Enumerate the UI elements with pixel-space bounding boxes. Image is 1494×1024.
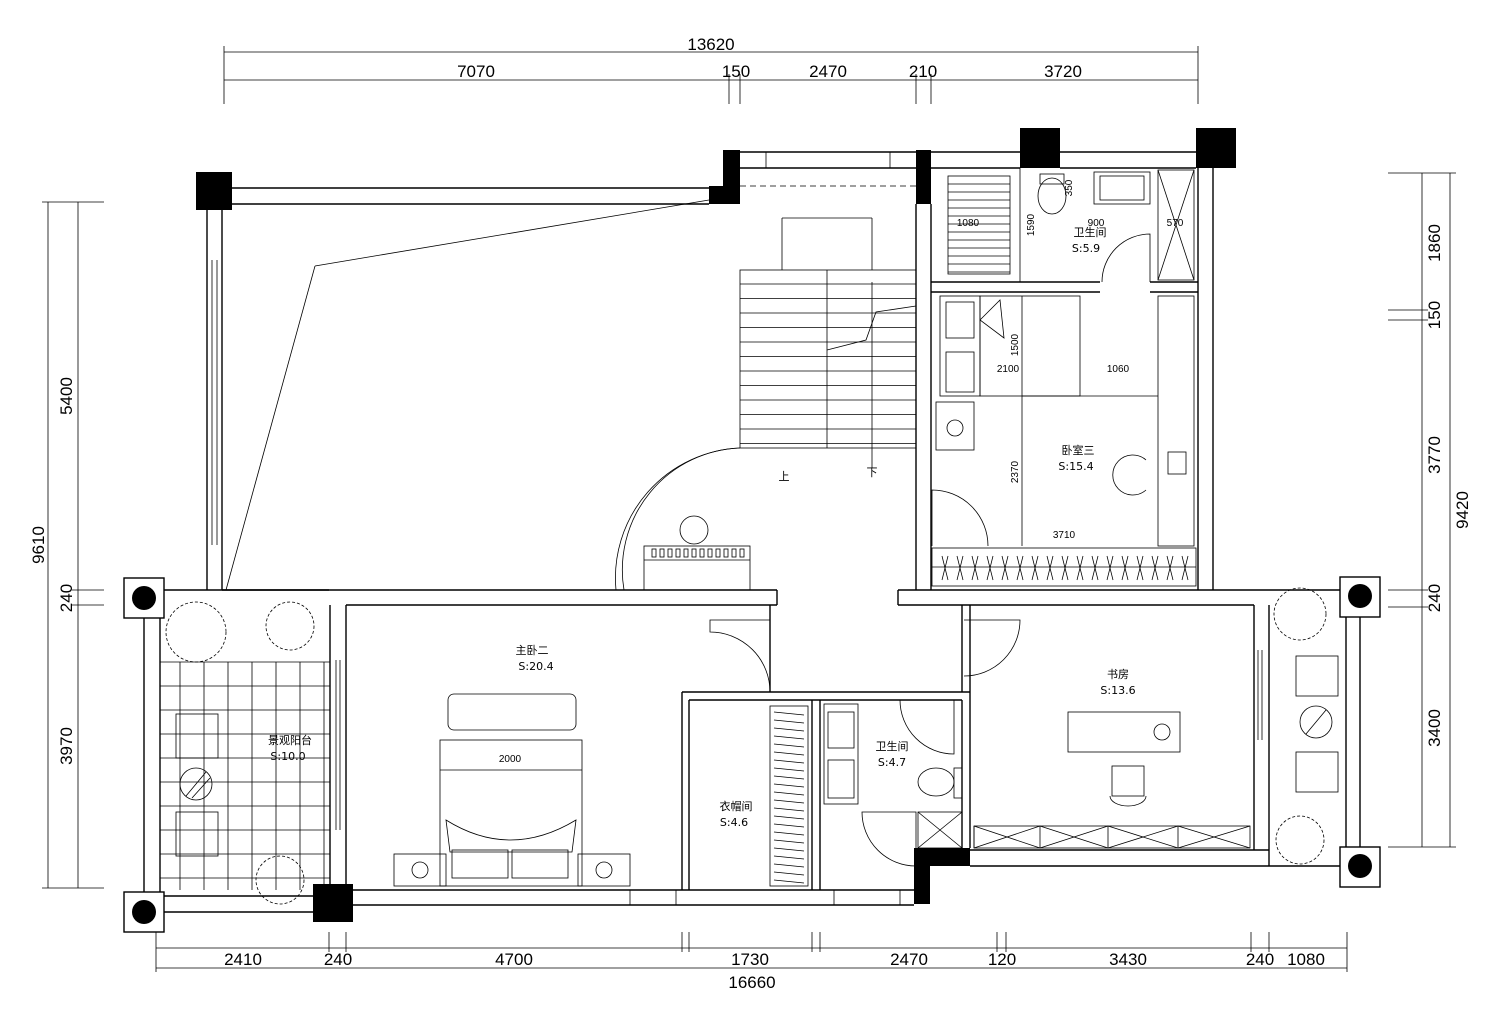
walls	[143, 151, 1361, 913]
bath-dim-570: 570	[1167, 218, 1184, 229]
right-dim-2: 150	[1425, 301, 1444, 329]
master-bed-dim: 2000	[499, 754, 522, 765]
bottom-dim-6: 120	[988, 950, 1016, 969]
bottom-dim-5: 2470	[890, 950, 928, 969]
top-dim-5: 3720	[1044, 62, 1082, 81]
bath-mid-name: 卫生间	[876, 739, 909, 753]
top-dim-2: 150	[722, 62, 750, 81]
bed3-dim-1500: 1500	[1010, 333, 1021, 356]
bottom-dim-3: 4700	[495, 950, 533, 969]
bath-dim-900: 900	[1088, 218, 1105, 229]
bathroom-middle: 卫生间 S:4.7	[823, 699, 963, 867]
bath-mid-area: S:4.7	[878, 756, 906, 769]
bottom-dim-7: 3430	[1109, 950, 1147, 969]
master-bedroom-two: 2000 主卧二 S:20.4	[393, 619, 771, 887]
master2-name: 主卧二	[516, 644, 549, 657]
left-dimension-chain: 9610 5400 240 3970	[29, 201, 104, 889]
right-total-dim: 9420	[1453, 491, 1472, 529]
study-area: S:13.6	[1100, 684, 1135, 697]
top-total-dim: 13620	[687, 35, 734, 54]
bath-dim-1080: 1080	[957, 218, 980, 229]
top-dim-3: 2470	[809, 62, 847, 81]
balcony-column-markers	[123, 576, 1381, 933]
bed3-dim-2100: 2100	[997, 364, 1020, 375]
bottom-dim-9: 1080	[1287, 950, 1325, 969]
right-dimension-chain: 1860 150 3770 240 3400 9420	[1388, 172, 1472, 848]
balcony-name: 景观阳台	[268, 733, 312, 747]
stair-up-label: 上	[779, 470, 790, 483]
walk-in-closet: 衣帽间 S:4.6	[720, 705, 809, 887]
bottom-dim-1: 2410	[224, 950, 262, 969]
bath-dim-350: 350	[1064, 179, 1075, 196]
bottom-dimension-chain: 2410 240 4700 1730 2470 120 3430 240 108…	[155, 932, 1348, 992]
bathroom-top: 1080 1590 900 570 350 卫生间 S:5.9	[947, 168, 1195, 283]
bottom-dim-4: 1730	[731, 950, 769, 969]
top-dim-1: 7070	[457, 62, 495, 81]
bed3-dim-1060: 1060	[1107, 364, 1130, 375]
closet-area: S:4.6	[720, 816, 748, 829]
master2-area: S:20.4	[518, 660, 553, 673]
left-dim-3: 3970	[57, 727, 76, 765]
left-dim-2: 240	[57, 584, 76, 612]
bottom-dim-2: 240	[324, 950, 352, 969]
right-dim-1: 1860	[1425, 224, 1444, 262]
balcony-area: S:10.0	[270, 750, 305, 763]
left-dim-1: 5400	[57, 377, 76, 415]
bed3-dim-3710: 3710	[1053, 530, 1076, 541]
right-dim-5: 3400	[1425, 709, 1444, 747]
bedroom3-name: 卧室三	[1062, 443, 1095, 457]
closet-name: 衣帽间	[720, 799, 753, 813]
structural-columns	[196, 128, 1236, 922]
stair-down-label: 下	[867, 466, 878, 479]
top-dim-4: 210	[909, 62, 937, 81]
landscape-balcony: 景观阳台 S:10.0	[160, 601, 330, 905]
bed3-dim-2370: 2370	[1010, 460, 1021, 483]
study-name: 书房	[1107, 668, 1129, 681]
right-balcony	[1273, 587, 1339, 865]
bath-dim-1590: 1590	[1026, 213, 1037, 236]
right-dim-4: 240	[1425, 584, 1444, 612]
study-room: 书房 S:13.6	[963, 619, 1251, 849]
bath-top-name: 卫生间	[1074, 225, 1107, 239]
bath-top-area: S:5.9	[1072, 242, 1100, 255]
bottom-dim-8: 240	[1246, 950, 1274, 969]
top-dimension-chain: 13620 7070 150 2470 210 3720	[223, 35, 1199, 104]
bottom-total-dim: 16660	[728, 973, 775, 992]
right-dim-3: 3770	[1425, 436, 1444, 474]
bedroom3-area: S:15.4	[1058, 460, 1093, 473]
staircase: 上 下	[615, 217, 917, 591]
left-total-dim: 9610	[29, 526, 48, 564]
bedroom-three: 1500 2100 1060 2370 3710 卧室三 S:15.4	[931, 295, 1197, 587]
